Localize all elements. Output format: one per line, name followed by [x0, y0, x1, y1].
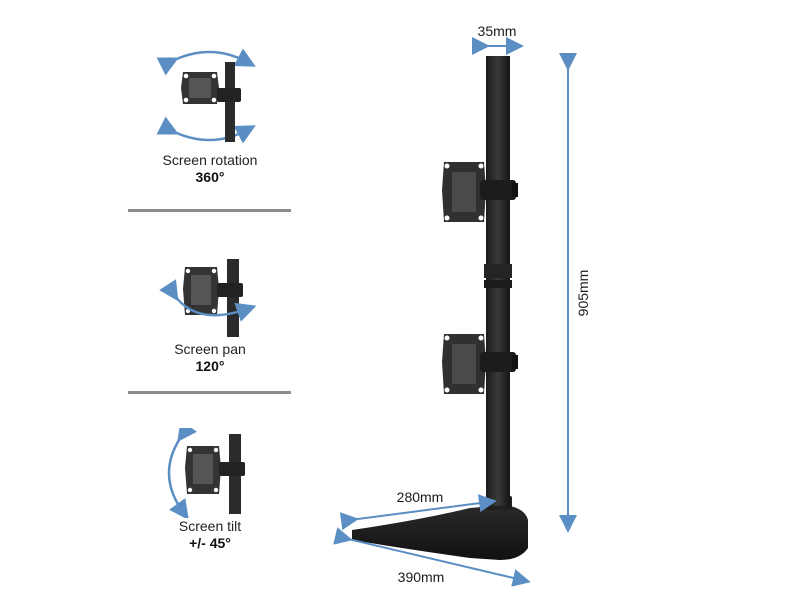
feature-rotation: Screen rotation 360° [125, 40, 295, 186]
vesa-plate-icon [185, 446, 221, 494]
base-depth-arrow-icon [339, 494, 497, 531]
divider [128, 391, 291, 394]
tilt-illustration [167, 428, 245, 518]
feature-label: Screen pan [174, 341, 246, 357]
pole-joint-icon [484, 264, 512, 278]
upper-vesa-bracket [442, 162, 518, 222]
feature-pan: Screen pan 120° [125, 255, 295, 375]
base-width-label: 390mm [398, 569, 445, 585]
feature-label: Screen tilt [178, 518, 242, 534]
height-label: 905mm [575, 270, 591, 317]
pan-arrow-icon [159, 279, 257, 322]
feature-value: +/- 45° [189, 535, 231, 551]
base-width-arrow-icon [333, 527, 531, 587]
divider [128, 209, 291, 212]
clamp-icon [219, 462, 245, 476]
rotation-arrow-bottom-icon [156, 116, 256, 144]
stand-base-icon [352, 505, 528, 560]
rotation-arrow-top-icon [156, 48, 256, 76]
pole-diameter-label: 35mm [478, 23, 517, 39]
vesa-plate-icon [181, 72, 219, 104]
clamp-icon [480, 180, 516, 200]
base-depth-label: 280mm [397, 489, 444, 505]
tilt-arrow-icon [167, 428, 197, 518]
feature-value: 120° [195, 358, 225, 374]
clamp-icon [480, 352, 516, 372]
lower-vesa-bracket [442, 334, 518, 394]
feature-label: Screen rotation [162, 152, 258, 168]
rotation-illustration [156, 48, 256, 144]
pan-illustration [159, 259, 257, 337]
feature-tilt: Screen tilt +/- 45° [125, 428, 295, 552]
feature-value: 360° [195, 169, 225, 185]
clamp-icon [217, 88, 241, 102]
pole-joint-icon [484, 280, 512, 288]
